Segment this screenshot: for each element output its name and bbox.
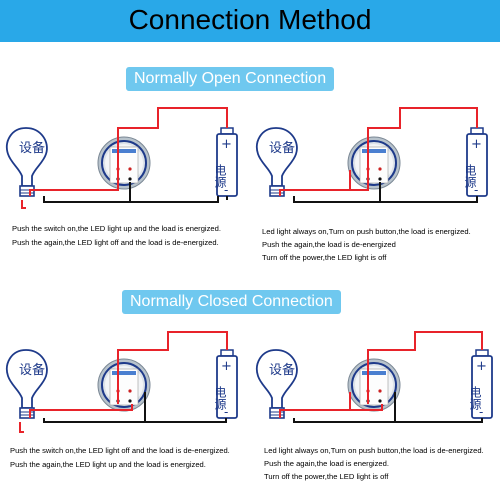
bulb-icon: [5, 349, 48, 419]
panel-no-right: [255, 107, 488, 203]
caption-no-right-3: Turn off the power,the LED light is off: [262, 253, 387, 262]
bulb-icon: [255, 349, 298, 419]
bulb-label: 设备: [269, 362, 295, 378]
bulb-icon: [5, 127, 48, 197]
battery-plus: +: [221, 137, 232, 152]
push-switch-icon: [347, 358, 401, 412]
panel-nc-left: [5, 331, 238, 433]
battery-label: 电源: [213, 386, 227, 411]
labels-nc-left: 设备 + 电源 -: [19, 359, 232, 419]
bulb-label: 设备: [269, 140, 295, 156]
panel-no-left: [5, 107, 238, 209]
bulb-label: 设备: [19, 140, 45, 156]
page-title: Connection Method: [0, 0, 500, 42]
battery-minus: -: [224, 183, 228, 197]
push-switch-icon: [97, 358, 151, 412]
battery-label: 电源: [468, 386, 482, 411]
caption-nc-left-1: Push the switch on,the LED light off and…: [10, 446, 230, 455]
battery-label: 电源: [463, 164, 477, 189]
caption-no-left-1: Push the switch on,the LED light up and …: [12, 224, 221, 233]
bulb-icon: [255, 127, 298, 197]
caption-no-left-2: Push the again,the LED light off and the…: [12, 238, 219, 247]
labels-nc-right: 设备 + 电源 -: [269, 359, 487, 419]
caption-nc-right-1: Led light always on,Turn on push button,…: [264, 446, 484, 455]
push-switch-icon: [97, 136, 151, 190]
battery-minus: -: [479, 405, 483, 419]
caption-nc-left-2: Push the again,the LED light up and the …: [10, 460, 206, 469]
labels-no-right: 设备 + 电源 -: [269, 137, 482, 197]
section-label-normally-open: Normally Open Connection: [126, 67, 335, 91]
push-switch-icon: [347, 136, 401, 190]
bulb-label: 设备: [19, 362, 45, 378]
caption-no-right-2: Push the again,the load is de-energized: [262, 240, 396, 249]
battery-label: 电源: [213, 164, 227, 189]
section-label-normally-closed: Normally Closed Connection: [122, 290, 341, 314]
caption-no-right-1: Led light always on,Turn on push button,…: [262, 227, 471, 236]
caption-nc-right-3: Turn off the power,the LED light is off: [264, 472, 389, 481]
panel-nc-right: [255, 331, 493, 423]
caption-nc-right-2: Push the again,the load is energized.: [264, 459, 389, 468]
battery-plus: +: [221, 359, 232, 374]
battery-plus: +: [471, 137, 482, 152]
labels-no-left: 设备 + 电源 -: [19, 137, 232, 197]
battery-minus: -: [474, 183, 478, 197]
battery-plus: +: [476, 359, 487, 374]
battery-minus: -: [224, 405, 228, 419]
